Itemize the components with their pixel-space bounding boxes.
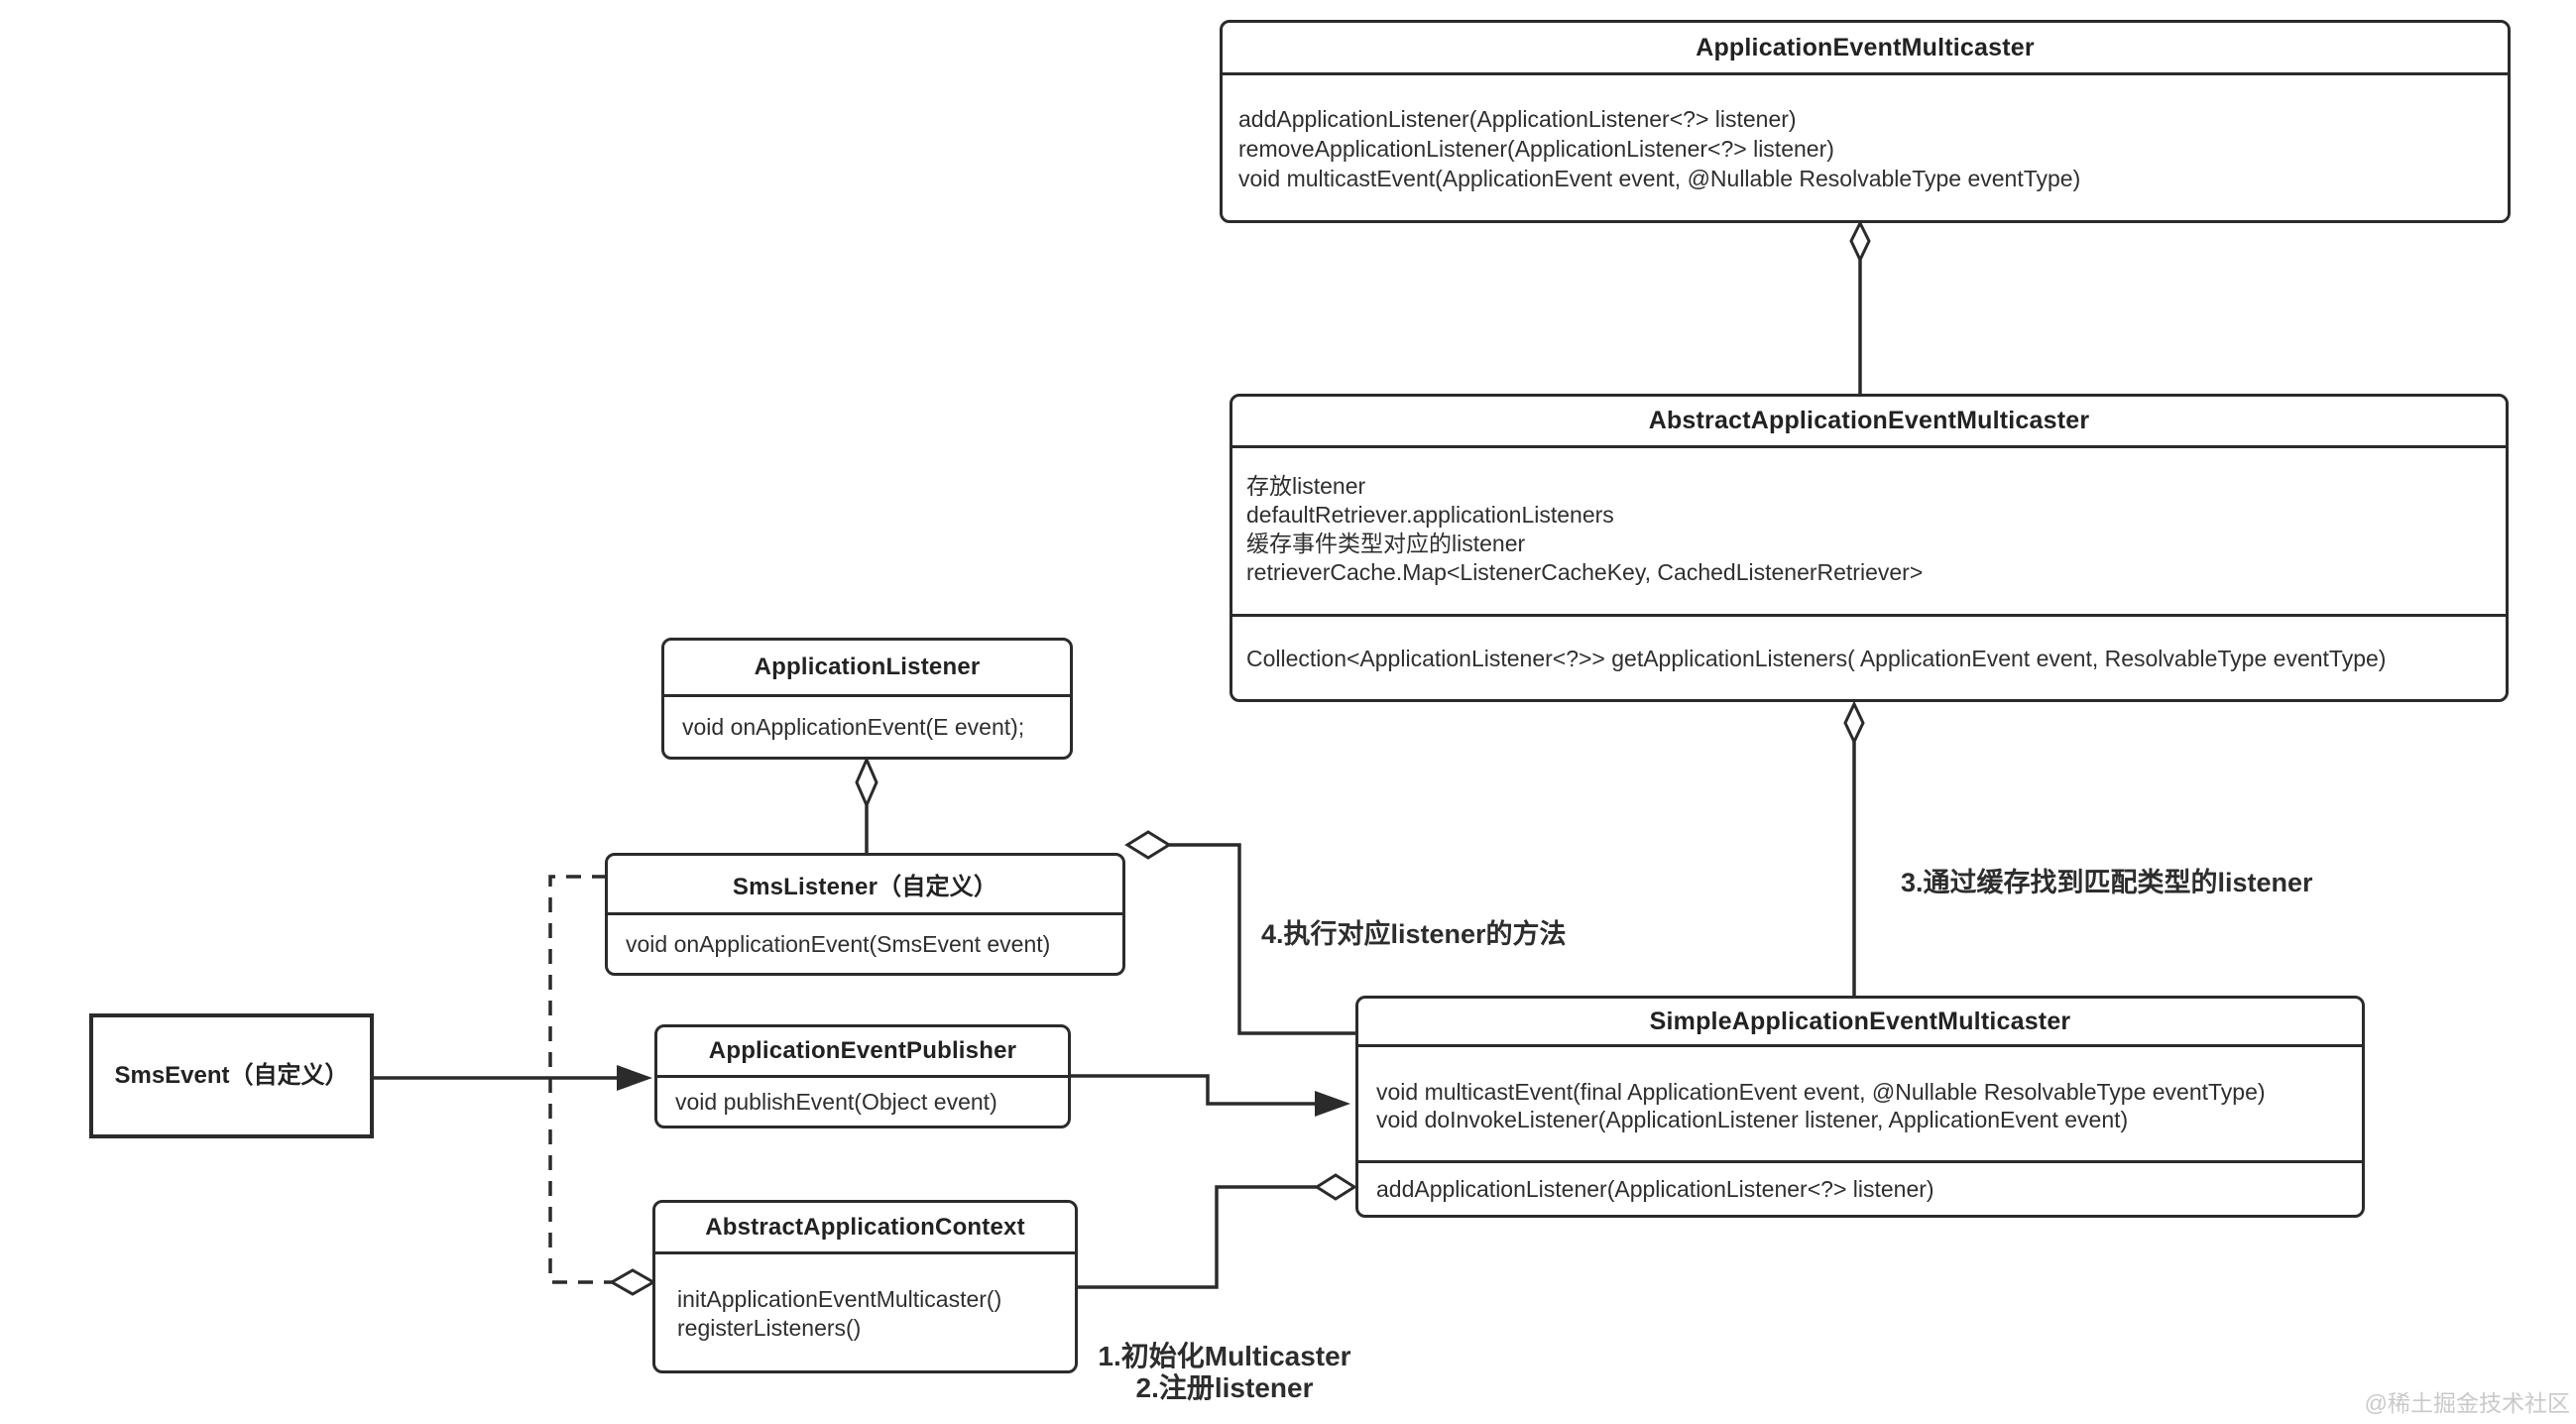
class-title: AbstractApplicationEventMulticaster bbox=[1232, 397, 2506, 448]
attribute-line: retrieverCache.Map<ListenerCacheKey, Cac… bbox=[1246, 559, 1924, 585]
method-line: void multicastEvent(ApplicationEvent eve… bbox=[1238, 166, 2081, 191]
class-title: ApplicationEventMulticaster bbox=[1223, 23, 2508, 75]
class-methods: initApplicationEventMulticaster() regist… bbox=[655, 1254, 1075, 1343]
method-line: void onApplicationEvent(SmsEvent event) bbox=[626, 931, 1051, 957]
class-title: SimpleApplicationEventMulticaster bbox=[1358, 999, 2362, 1047]
annotation-step3: 3.通过缓存找到匹配类型的listener bbox=[1901, 868, 2313, 897]
watermark: @稀土掘金技术社区 bbox=[2364, 1390, 2570, 1416]
connector-context-to-simple bbox=[1078, 1185, 1319, 1289]
aggregation-diamond-context-left bbox=[608, 1268, 657, 1296]
class-title: ApplicationListener bbox=[664, 641, 1070, 697]
class-methods: void multicastEvent(final ApplicationEve… bbox=[1358, 1047, 2362, 1163]
aggregation-diamond-smslistener-right bbox=[1124, 830, 1172, 860]
method-line: initApplicationEventMulticaster() bbox=[677, 1286, 1002, 1312]
aggregation-diamond-middle bbox=[1843, 700, 1865, 746]
class-extra-methods: addApplicationListener(ApplicationListen… bbox=[1358, 1163, 2362, 1215]
attribute-line: 缓存事件类型对应的listener bbox=[1246, 531, 1526, 556]
class-title: AbstractApplicationContext bbox=[655, 1203, 1075, 1254]
connector-publisher-to-simple bbox=[1071, 1074, 1317, 1106]
class-methods: void onApplicationEvent(SmsEvent event) bbox=[608, 915, 1122, 973]
method-line: Collection<ApplicationListener<?>> getAp… bbox=[1246, 645, 2387, 671]
aggregation-diamond-top bbox=[1849, 219, 1871, 264]
class-methods: Collection<ApplicationListener<?>> getAp… bbox=[1232, 617, 2506, 699]
class-box-application-listener: ApplicationListener void onApplicationEv… bbox=[661, 638, 1073, 760]
method-line: void onApplicationEvent(E event); bbox=[682, 714, 1025, 740]
method-line: void publishEvent(Object event) bbox=[675, 1089, 997, 1115]
class-title: ApplicationEventPublisher bbox=[657, 1027, 1068, 1078]
method-line: void multicastEvent(final ApplicationEve… bbox=[1376, 1079, 2266, 1105]
arrowhead-simple bbox=[1315, 1091, 1350, 1117]
annotation-step4: 4.执行对应listener的方法 bbox=[1261, 919, 1567, 949]
annotation-step2: 2.注册listener bbox=[1135, 1372, 1314, 1403]
aggregation-diamond-listener bbox=[855, 756, 878, 809]
class-box-application-event-publisher: ApplicationEventPublisher void publishEv… bbox=[654, 1024, 1071, 1128]
annotation-steps-1-2: 1.初始化Multicaster 2.注册listener bbox=[1096, 1341, 1353, 1404]
class-title: SmsEvent（自定义） bbox=[114, 1062, 349, 1089]
class-methods: addApplicationListener(ApplicationListen… bbox=[1223, 75, 2508, 193]
class-box-abstract-application-event-multicaster: AbstractApplicationEventMulticaster 存放li… bbox=[1229, 394, 2509, 702]
class-box-abstract-application-context: AbstractApplicationContext initApplicati… bbox=[652, 1200, 1078, 1373]
connector-dashed-smslistener-to-context bbox=[548, 875, 613, 1284]
method-line: addApplicationListener(ApplicationListen… bbox=[1238, 106, 1797, 132]
class-box-application-event-multicaster: ApplicationEventMulticaster addApplicati… bbox=[1220, 20, 2511, 223]
attribute-line: 存放listener bbox=[1246, 473, 1366, 499]
aggregation-diamond-simple-left bbox=[1314, 1173, 1357, 1201]
class-box-sms-event: SmsEvent（自定义） bbox=[89, 1013, 374, 1138]
method-line: removeApplicationListener(ApplicationLis… bbox=[1238, 136, 1834, 162]
class-methods: void onApplicationEvent(E event); bbox=[664, 697, 1070, 757]
arrowhead-publisher bbox=[617, 1065, 652, 1091]
class-methods: void publishEvent(Object event) bbox=[657, 1078, 1068, 1126]
method-line: void doInvokeListener(ApplicationListene… bbox=[1376, 1107, 2129, 1132]
class-attributes: 存放listener defaultRetriever.applicationL… bbox=[1232, 448, 2506, 617]
annotation-step1: 1.初始化Multicaster bbox=[1098, 1341, 1351, 1371]
connector-simple-to-smslistener bbox=[1169, 843, 1356, 1035]
class-title: SmsListener（自定义） bbox=[608, 856, 1122, 915]
attribute-line: defaultRetriever.applicationListeners bbox=[1246, 502, 1614, 528]
class-box-simple-application-event-multicaster: SimpleApplicationEventMulticaster void m… bbox=[1355, 996, 2365, 1218]
method-line: addApplicationListener(ApplicationListen… bbox=[1376, 1176, 1934, 1202]
class-box-sms-listener: SmsListener（自定义） void onApplicationEvent… bbox=[605, 853, 1125, 976]
method-line: registerListeners() bbox=[677, 1315, 862, 1341]
